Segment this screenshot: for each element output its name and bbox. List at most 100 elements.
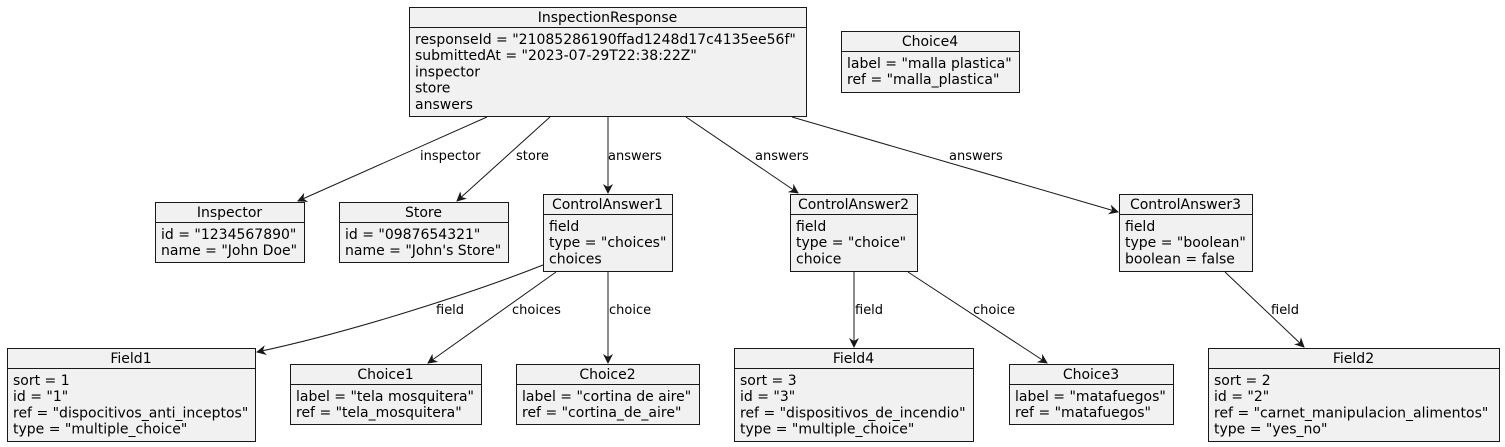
object-inspector: Inspector id = "1234567890"name = "John D… [155, 202, 305, 263]
edge-control-answer1-to-choice1: choices [427, 271, 561, 364]
object-box [409, 7, 807, 117]
edge-control-answer2-to-choice3: choice [907, 271, 1048, 364]
edge-label: choice [973, 303, 1015, 318]
object-attribute: responseId = "21085286190ffad1248d17c413… [415, 32, 796, 48]
object-attribute: submittedAt = "2023-07-29T22:38:22Z" [415, 48, 697, 64]
object-box [1208, 348, 1500, 442]
edge-inspection-response-to-control-answer3: answers [791, 116, 1119, 215]
object-attribute: store [415, 81, 450, 97]
object-box [516, 364, 700, 425]
edge-label: choice [609, 303, 651, 318]
edge-arrow [297, 116, 488, 202]
object-attribute: id = "1234567890" [161, 227, 296, 243]
object-title: Field4 [833, 351, 874, 367]
edge-label: field [855, 303, 883, 318]
object-attribute: type = "multiple_choice" [740, 422, 914, 438]
edge-label: field [436, 303, 464, 318]
object-store: Store id = "0987654321"name = "John's Sto… [339, 202, 509, 263]
object-title: ControlAnswer3 [1130, 197, 1241, 213]
object-title: ControlAnswer1 [552, 197, 663, 213]
object-attribute: id = "0987654321" [345, 227, 480, 243]
object-attribute: type = "multiple_choice" [13, 422, 187, 438]
object-title: Choice3 [1063, 367, 1119, 383]
object-attribute: field [796, 219, 826, 235]
edge-label: field [1271, 303, 1299, 318]
object-attribute: ref = "matafuegos" [1015, 405, 1151, 421]
object-title: Choice1 [357, 367, 413, 383]
object-attribute: sort = 3 [740, 373, 797, 389]
edge-label: inspector [420, 149, 481, 164]
object-attribute: ref = "dispositivos_de_incendio" [740, 405, 966, 421]
object-box [7, 348, 256, 442]
object-inspection-response: InspectionResponse responseId = "21085286… [409, 7, 807, 117]
object-attribute: label = "cortina de aire" [522, 389, 691, 405]
edge-control-answer1-to-choice2: choice [603, 272, 651, 364]
edge-control-answer1-to-field1: field [256, 264, 544, 356]
object-field4: Field4 sort = 3id = "3"ref = "dispositivo… [734, 348, 974, 442]
object-attribute: inspector [415, 64, 480, 80]
object-box [155, 202, 305, 263]
edge-inspection-response-to-inspector: inspector [297, 116, 488, 202]
object-title: Inspector [197, 205, 263, 221]
edge-inspection-response-to-store: store [456, 116, 551, 202]
object-title: InspectionResponse [538, 10, 678, 26]
object-attribute: boolean = false [1125, 251, 1235, 267]
edge-label: answers [755, 149, 809, 164]
object-attribute: sort = 1 [13, 373, 70, 389]
object-attribute: ref = "dispocitivos_anti_inceptos" [13, 405, 248, 421]
object-attribute: id = "1" [13, 389, 68, 405]
object-attribute: label = "matafuegos" [1015, 389, 1166, 405]
object-box [339, 202, 509, 263]
object-title: ControlAnswer2 [798, 197, 909, 213]
object-attribute: field [549, 219, 579, 235]
edge-arrow [907, 271, 1048, 364]
edge-arrow [256, 264, 544, 356]
object-attribute: name = "John Doe" [161, 243, 297, 259]
object-attribute: ref = "malla_plastica" [847, 72, 999, 88]
object-title: Choice4 [902, 34, 958, 50]
edge-arrow [791, 116, 1119, 215]
object-box [790, 194, 918, 272]
object-attribute: ref = "carnet_manipulacion_alimentos" [1214, 405, 1488, 421]
nodes-layer: InspectionResponse responseId = "21085286… [7, 7, 1500, 442]
object-attribute: type = "choices" [549, 235, 666, 251]
object-title: Field1 [110, 351, 151, 367]
edge-inspection-response-to-control-answer2: answers [685, 116, 809, 194]
object-title: Choice2 [579, 367, 635, 383]
object-box [1009, 364, 1174, 425]
object-attribute: id = "2" [1214, 389, 1269, 405]
object-choice3: Choice3 label = "matafuegos"ref = "matafu… [1009, 364, 1174, 425]
object-box [1119, 194, 1253, 272]
edge-label: choices [512, 303, 561, 318]
object-box [734, 348, 974, 442]
object-title: Store [405, 205, 442, 221]
object-attribute: label = "tela mosquitera" [296, 389, 474, 405]
object-attribute: type = "boolean" [1125, 235, 1246, 251]
edge-control-answer3-to-field2: field [1224, 271, 1305, 348]
object-attribute: id = "3" [740, 389, 795, 405]
edge-label: answers [608, 149, 662, 164]
edge-arrow [456, 116, 551, 202]
object-attribute: name = "John's Store" [345, 243, 501, 259]
object-box [543, 194, 673, 272]
edge-arrow [685, 116, 799, 194]
object-box [841, 31, 1020, 93]
edge-label: answers [949, 149, 1003, 164]
object-attribute: type = "choice" [796, 235, 906, 251]
edge-arrow [427, 271, 557, 364]
object-title: Field2 [1333, 351, 1374, 367]
edge-control-answer2-to-field4: field [849, 272, 883, 348]
object-attribute: choices [549, 251, 602, 267]
edge-inspection-response-to-control-answer1: answers [603, 117, 662, 194]
object-attribute: choice [796, 251, 841, 267]
object-attribute: field [1125, 219, 1155, 235]
object-box [290, 364, 482, 425]
